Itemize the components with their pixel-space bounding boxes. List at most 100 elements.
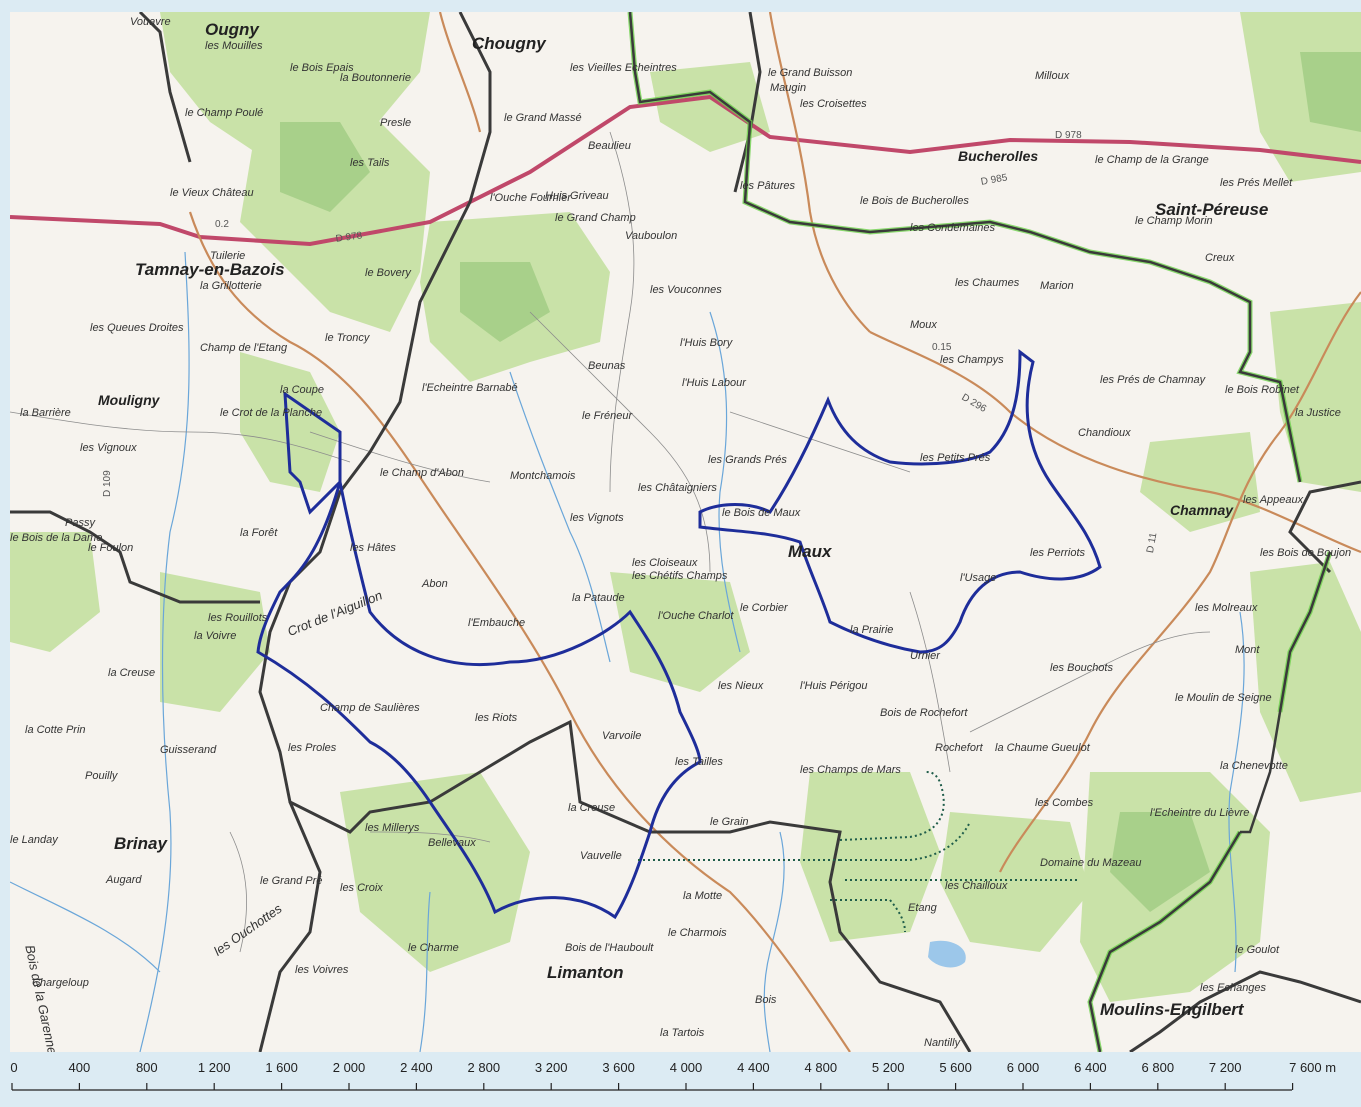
- scale-tick-label: 0: [10, 1060, 18, 1075]
- place-label: la Chenevotte: [1220, 760, 1288, 772]
- place-label: Montchamois: [510, 470, 576, 482]
- commune-label: Mouligny: [98, 392, 160, 408]
- place-label: la Tartois: [660, 1027, 705, 1039]
- place-label: les Vignots: [570, 512, 624, 524]
- commune-label: Limanton: [547, 963, 624, 982]
- place-label: la Voivre: [194, 630, 237, 642]
- place-label: les Proles: [288, 742, 337, 754]
- secondary-roads: [188, 12, 1361, 1052]
- road-label: D 978: [1055, 130, 1082, 141]
- scale-tick-label: 800: [135, 1060, 158, 1075]
- scale-tick-label: 5 200: [871, 1060, 905, 1075]
- place-label: la Barrière: [20, 407, 71, 419]
- place-label: Moux: [910, 319, 937, 331]
- place-label: Bois: [755, 994, 777, 1006]
- minor-roads: [10, 131, 1211, 953]
- place-label: Vauboulon: [625, 230, 678, 242]
- forest-dense: [280, 52, 1361, 912]
- place-label: les Riots: [475, 712, 518, 724]
- place-label: le Bois Epais: [290, 62, 354, 74]
- place-label: les Mouilles: [205, 40, 263, 52]
- place-label: Beaulieu: [588, 140, 631, 152]
- place-label: Augard: [106, 874, 142, 886]
- map-graphics: [10, 12, 1361, 1052]
- place-label: Bellevaux: [428, 837, 476, 849]
- place-label: la Cotte Prin: [25, 724, 86, 736]
- place-label: Bois de Rochefort: [880, 707, 968, 719]
- place-label: les Pâtures: [740, 180, 796, 192]
- scale-tick-label: 2 800: [467, 1060, 501, 1075]
- place-label: Guisserand: [160, 744, 217, 756]
- place-label: le Corbier: [740, 602, 788, 614]
- place-label: Urnier: [910, 650, 940, 662]
- commune-label: Maux: [788, 542, 832, 561]
- place-label: les Molreaux: [1195, 602, 1258, 614]
- place-label: les Croix: [340, 882, 383, 894]
- place-label: les Champs de Mars: [800, 764, 901, 776]
- place-label: les Bois de Boujon: [1260, 547, 1352, 559]
- place-label: les Vieilles Echeintres: [570, 62, 677, 74]
- place-label: l'Embauche: [468, 617, 526, 629]
- scale-tick-label: 4 000: [669, 1060, 703, 1075]
- place-label: Nantilly: [924, 1037, 961, 1049]
- place-label: les Combes: [1035, 797, 1094, 809]
- place-label: Tuilerie: [210, 250, 246, 262]
- place-label: Abon: [422, 578, 448, 590]
- place-label: le Grand Buisson: [768, 67, 853, 79]
- place-label: la Creuse: [108, 667, 156, 679]
- place-label: Vauvelle: [580, 850, 622, 862]
- place-label: les Echanges: [1200, 982, 1267, 994]
- place-label: l'Usage: [960, 572, 997, 584]
- place-label: le Crot de la Planche: [220, 407, 323, 419]
- spot-value: 0.15: [932, 342, 952, 353]
- place-label: les Tails: [350, 157, 390, 169]
- scale-ticks: [11, 1083, 1294, 1090]
- place-label: la Coupe: [280, 384, 325, 396]
- place-label: les Queues Droites: [90, 322, 184, 334]
- place-label: Passy: [65, 517, 95, 529]
- place-label: le Grand Champ: [555, 212, 636, 224]
- place-label: l'Echeintre du Lièvre: [1150, 807, 1250, 819]
- commune-label: Moulins-Engilbert: [1100, 1000, 1244, 1019]
- place-label: le Foulon: [88, 542, 134, 554]
- place-label: Creux: [1205, 252, 1235, 264]
- place-label: les Hâtes: [350, 542, 396, 554]
- place-label: Huis Griveau: [545, 190, 609, 202]
- place-label: le Bovery: [365, 267, 411, 279]
- place-label: le Champ d'Abon: [380, 467, 465, 479]
- place-label: la Grillotterie: [200, 280, 262, 292]
- commune-boundaries: [10, 12, 1361, 1052]
- place-label: les Prés de Chamnay: [1100, 374, 1206, 386]
- place-label: les Prés Mellet: [1220, 177, 1293, 189]
- place-label: Chargeloup: [32, 977, 89, 989]
- place-label: les Cloiseaux: [632, 557, 698, 569]
- place-label: le Moulin de Seigne: [1175, 692, 1272, 704]
- streams: [10, 251, 1245, 1052]
- place-label: les Châtaigniers: [638, 482, 717, 494]
- place-label: Bois de l'Hauboult: [565, 942, 654, 954]
- scale-tick-label: 400: [68, 1060, 91, 1075]
- place-label: les Grands Prés: [708, 454, 787, 466]
- place-label: Etang: [908, 902, 937, 914]
- place-label: les Perriots: [1030, 547, 1086, 559]
- commune-label: Brinay: [114, 834, 167, 853]
- place-label: les Condemaines: [910, 222, 995, 234]
- place-label: les Bouchots: [1050, 662, 1113, 674]
- place-label: les Nieux: [718, 680, 764, 692]
- place-label: les Voivres: [295, 964, 349, 976]
- place-label: le Vieux Château: [170, 187, 254, 199]
- scale-tick-label: 3 600: [602, 1060, 635, 1075]
- place-label: Champ de l'Etang: [200, 342, 288, 354]
- place-label: le Troncy: [325, 332, 370, 344]
- place-label: les Vignoux: [80, 442, 137, 454]
- place-label: le Champ Morin: [1135, 215, 1213, 227]
- commune-label: Bucherolles: [958, 148, 1039, 164]
- place-label: l'Huis Labour: [682, 377, 746, 389]
- place-label: la Motte: [683, 890, 723, 902]
- commune-label: Chougny: [472, 34, 546, 53]
- place-label: l'Ouche Charlot: [658, 610, 734, 622]
- place-label: Rochefort: [935, 742, 983, 754]
- place-label: Pouilly: [85, 770, 118, 782]
